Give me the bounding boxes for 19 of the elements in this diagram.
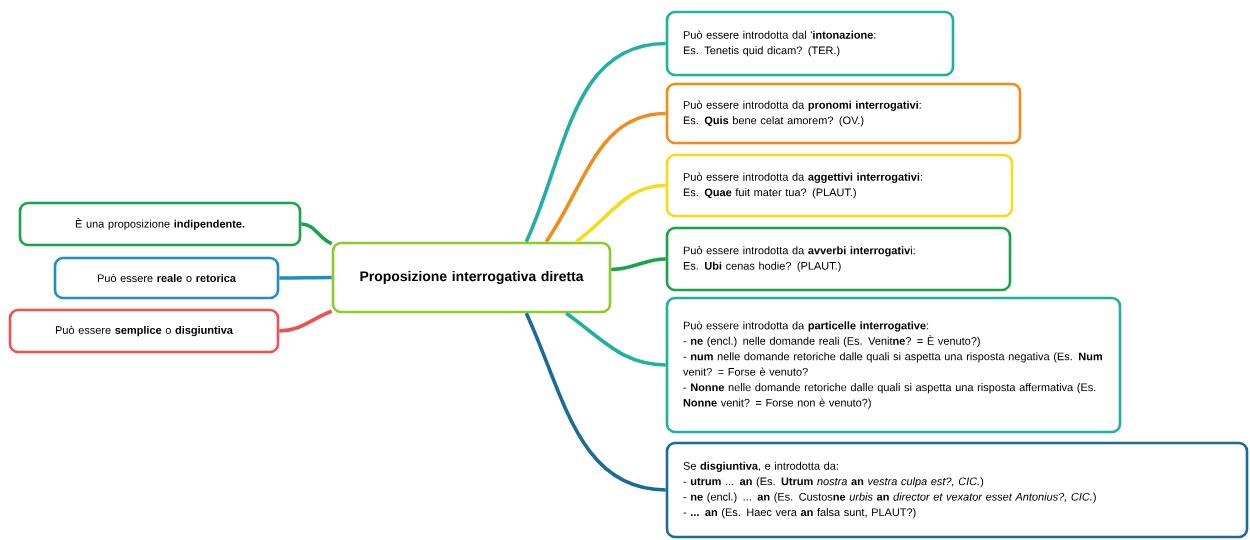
- topic-box: Può essere introdotta da aggettivi interrogativi: Es. Quae fuit mater tua? (PLAUT.): [665, 153, 1014, 218]
- topic-box: Può essere introdotta da avverbi interrogativi: Es. Ubi cenas hodie? (PLAUT.): [665, 226, 1012, 292]
- topic-box: Proposizione interrogativa diretta: [331, 241, 612, 314]
- connector-line: [611, 257, 666, 272]
- topic-box: È una proposizione indipendente.: [18, 201, 302, 247]
- topic-box: Può essere semplice o disgiuntiva: [8, 308, 280, 354]
- topic-box: Può essere reale o retorica: [53, 256, 280, 300]
- connector-line: [575, 183, 666, 244]
- connector-line: [279, 275, 332, 280]
- topic-box: Può essere introdotta da pronomi interrogativi: Es. Quis bene celat amorem? (OV.): [665, 82, 1022, 145]
- topic-box: Può essere introdotta dal 'intonazione: Es. Tenetis quid dicam? (TER.): [665, 10, 955, 77]
- topic-box: Può essere introdotta da particelle interrogative: - ne (encl.) nelle domande reali (Es. Venitne? = È venuto?) - num nelle domande retoriche dalle quali si aspetta una risposta negativa (Es. Num venit? = Forse è venuto? - Nonne nelle domande retoriche dalle quali si aspetta una risposta affermativa (Es. Nonne venit? = Forse non è venuto?): [665, 296, 1122, 434]
- connector-line: [279, 309, 333, 333]
- connector-line: [524, 312, 666, 492]
- connector-line: [544, 111, 666, 243]
- topic-box: Se disgiuntiva, e introdotta da: - utrum ... an (Es. Utrum nostra an vestra culpa est?, CIC.) - ne (encl.) ... an (Es. Custosne urbis an director et vexator esset Antonius?, CIC.) - ... an (Es. Haec vera an falsa sunt, PLAUT?): [665, 441, 1249, 539]
- connector-line: [565, 311, 666, 367]
- connector-line: [301, 222, 333, 246]
- connector-line: [524, 41, 666, 243]
